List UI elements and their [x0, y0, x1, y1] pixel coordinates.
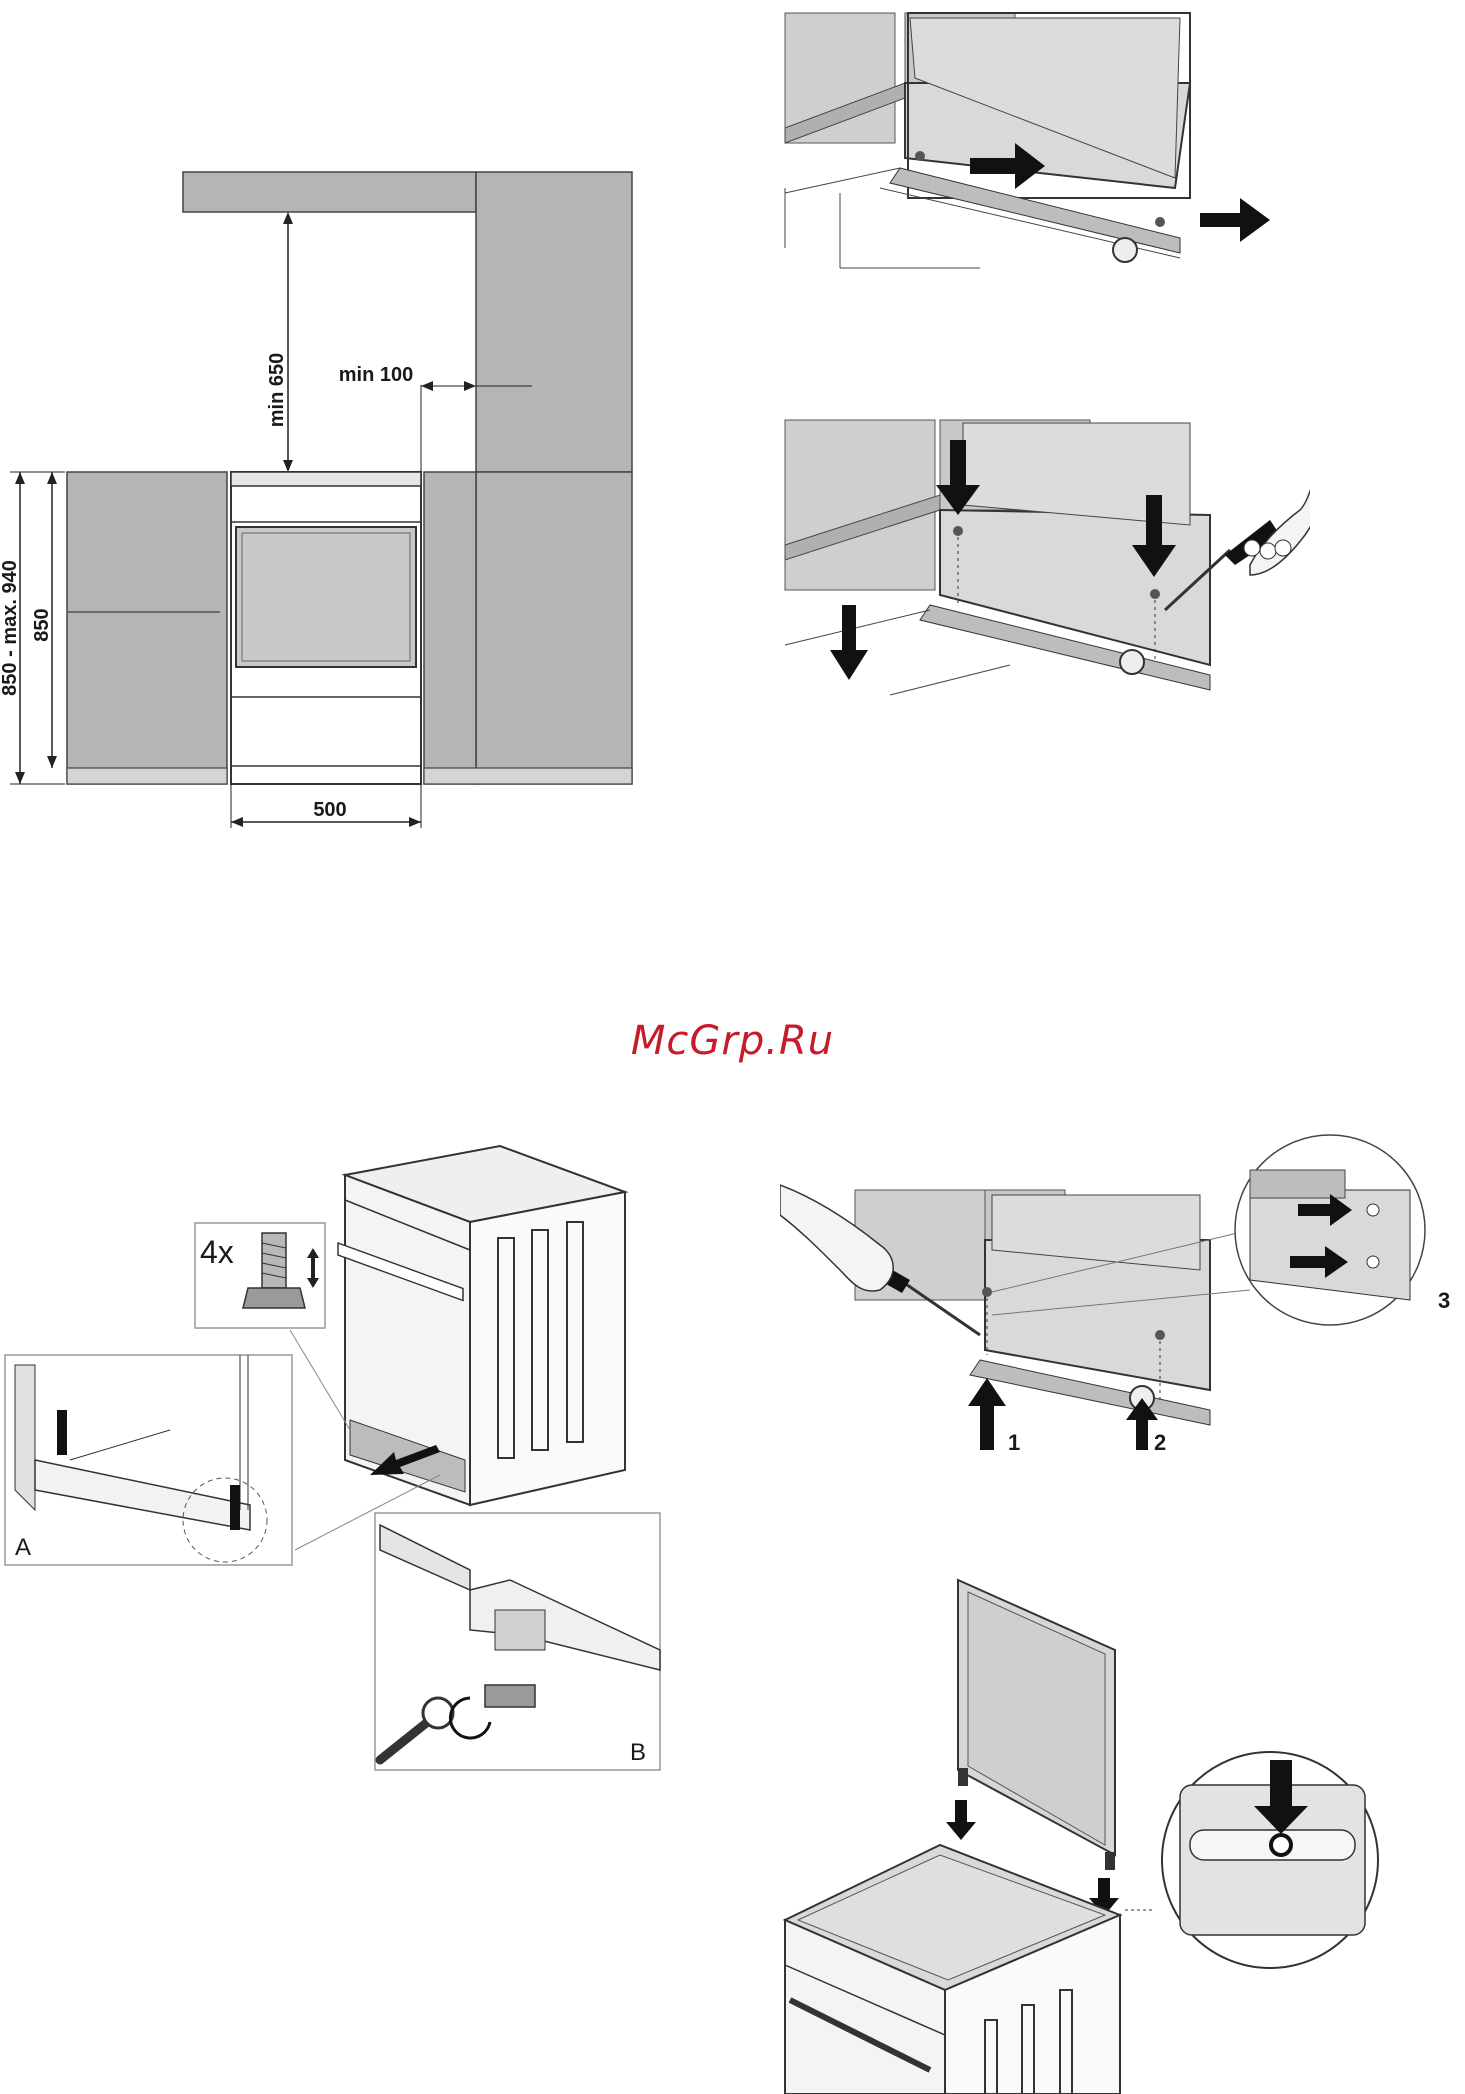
watermark-text: McGrp.Ru — [0, 1018, 1465, 1064]
up-arrow-icon — [968, 1378, 1006, 1450]
height-850-label: 850 — [31, 608, 53, 641]
plinth-refit-step: 1 2 3 — [780, 1130, 1460, 1460]
down-arrow-icon — [946, 1800, 976, 1840]
feet-count-label: 4x — [200, 1234, 234, 1270]
right-base-cabinet — [424, 472, 476, 784]
wall-cabinet — [183, 172, 476, 212]
lid-fitting-drawing — [780, 1570, 1460, 2094]
left-base-cabinet — [67, 472, 227, 784]
slide-right-arrow-icon — [1200, 198, 1270, 242]
screw-removal-step — [780, 405, 1310, 705]
screw-removal-drawing — [780, 405, 1310, 705]
plinth-removal-drawing — [780, 8, 1310, 288]
installation-clearance-diagram: min 650 min 100 850 - max. 940 850 500 — [0, 160, 650, 840]
min-650-label: min 650 — [266, 353, 288, 427]
oven-door — [236, 527, 416, 667]
detail-a-inset — [5, 1355, 292, 1565]
min-100-label: min 100 — [339, 364, 413, 386]
step-1-label: 1 — [1008, 1430, 1020, 1455]
detail-a-label: A — [15, 1534, 31, 1561]
plinth-refit-drawing: 1 2 3 — [780, 1130, 1460, 1460]
lid-fitting-step — [780, 1570, 1460, 2094]
tall-cabinet — [476, 172, 632, 472]
step-3-label: 3 — [1438, 1288, 1450, 1313]
down-arrow-icon — [830, 605, 868, 680]
tall-cabinet-lower — [476, 472, 632, 784]
cooker-3d — [338, 1146, 625, 1505]
feet-adjustment-step: 4x — [0, 1130, 670, 1790]
feet-adjustment-drawing: 4x — [0, 1130, 670, 1790]
detail-b-label: B — [630, 1739, 646, 1766]
range-850-940-label: 850 - max. 940 — [0, 560, 21, 696]
lid-hinge-icon — [1162, 1752, 1378, 1968]
width-500-label: 500 — [313, 799, 346, 821]
plinth-removal-step — [780, 8, 1310, 288]
clearance-drawing: min 650 min 100 850 - max. 940 850 500 — [0, 160, 650, 840]
step-2-label: 2 — [1154, 1430, 1166, 1455]
